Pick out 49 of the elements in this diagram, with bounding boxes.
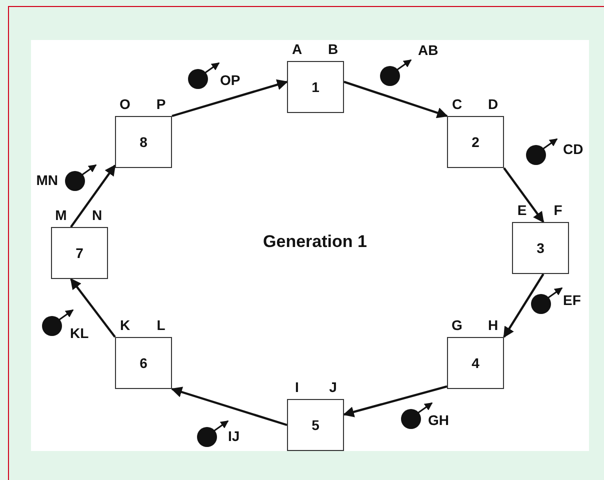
- letter-label: M: [55, 207, 67, 223]
- letter-label: O: [120, 96, 130, 112]
- letter-label: C: [452, 96, 462, 112]
- arrow: [342, 385, 448, 418]
- arrow: [172, 79, 288, 118]
- particle-label: GH: [428, 412, 449, 428]
- letter-label: B: [328, 41, 338, 57]
- particle-label: IJ: [228, 428, 240, 444]
- arrow: [170, 386, 288, 426]
- box-number: 8: [140, 134, 148, 150]
- box-number: 5: [312, 417, 320, 433]
- box-number: 3: [536, 240, 544, 256]
- box-number: 7: [76, 245, 84, 261]
- arrow: [503, 167, 544, 223]
- particle-label: CD: [563, 141, 584, 157]
- letter-label: K: [120, 317, 130, 333]
- box-number: 4: [472, 355, 480, 371]
- arrow: [503, 273, 544, 338]
- numbered-box: [447, 116, 504, 168]
- numbered-box: [287, 61, 344, 113]
- box-number: 2: [472, 134, 480, 150]
- letter-label: F: [554, 202, 562, 218]
- particle-label: KL: [70, 325, 89, 341]
- center-title: Generation 1: [263, 234, 367, 250]
- letter-label: N: [92, 207, 102, 223]
- arrow: [344, 80, 448, 118]
- box-number: 6: [140, 355, 148, 371]
- letter-label: G: [452, 317, 462, 333]
- letter-label: D: [488, 96, 498, 112]
- particle-label: MN: [36, 172, 58, 188]
- numbered-box: [287, 399, 344, 451]
- letter-label: I: [295, 379, 299, 395]
- numbered-box: [115, 116, 172, 168]
- box-number: 1: [312, 79, 320, 95]
- particle-label: AB: [418, 42, 438, 58]
- letter-label: J: [329, 379, 337, 395]
- letter-label: L: [156, 317, 166, 333]
- letter-label: E: [517, 202, 527, 218]
- arrow: [70, 164, 116, 228]
- letter-label: H: [488, 317, 498, 333]
- numbered-box: [115, 337, 172, 389]
- numbered-box: [51, 227, 108, 279]
- particle-label: EF: [563, 292, 581, 308]
- numbered-box: [447, 337, 504, 389]
- numbered-box: [512, 222, 569, 274]
- letter-label: P: [156, 96, 166, 112]
- letter-label: A: [292, 41, 302, 57]
- particle-label: OP: [220, 72, 240, 88]
- arrow: [70, 278, 116, 338]
